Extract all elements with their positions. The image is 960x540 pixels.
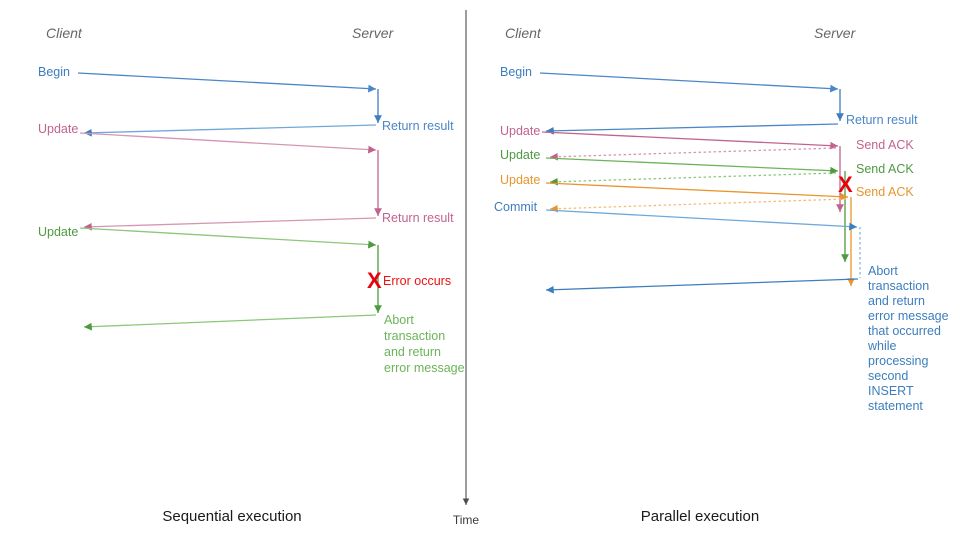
label-begin-right: Begin [500,65,532,79]
note-abort-left: Abort transaction and return error messa… [384,313,465,375]
note-line: statement [868,399,923,413]
label-update-3-right: Update [500,173,540,187]
note-line: INSERT [868,384,914,398]
note-line: processing [868,354,928,368]
note-line: Abort [384,313,414,327]
arrow-update-1-right [541,131,839,150]
note-line: second [868,369,908,383]
label-return-result-2-left: Return result [382,211,454,225]
arrow-return-result-1-left [83,124,377,137]
error-x-icon: X [838,172,853,197]
label-send-ack-1: Send ACK [856,138,914,152]
error-marker-right: X [838,172,853,197]
client-header-left: Client [46,25,83,41]
arrow-return-result-2-left [83,217,377,231]
arrow-return-result-right [545,123,839,135]
ack-dotted-orange [549,198,847,213]
ack-dotted-pink [549,147,837,161]
label-begin-left: Begin [38,65,70,79]
arrow-update-3-right [545,182,849,201]
label-update-2-right: Update [500,148,540,162]
arrow-commit-right [545,209,858,231]
caption-parallel: Parallel execution [641,508,759,525]
label-update-1-right: Update [500,124,540,138]
note-line: and return [384,345,441,359]
arrow-update-2-right [545,157,839,175]
label-return-result-right: Return result [846,113,918,127]
arrow-begin-right [539,72,839,93]
label-send-ack-2: Send ACK [856,162,914,176]
server-header-left: Server [352,25,395,41]
server-header-right: Server [814,25,857,41]
label-update-2-left: Update [38,225,78,239]
note-line: Abort [868,264,898,278]
note-line: transaction [384,329,445,343]
error-occurs-label: Error occurs [383,274,451,288]
note-line: and return [868,294,925,308]
label-update-1-left: Update [38,122,78,136]
note-line: that occurred [868,324,941,338]
label-send-ack-3: Send ACK [856,185,914,199]
arrow-update-1-left [79,132,377,154]
note-line: while [867,339,897,353]
arrow-abort-right [545,278,859,294]
panel-parallel: Client Server Begin Return result Update… [494,25,949,525]
arrow-update-2-left [79,227,377,249]
time-axis: Time [453,10,480,527]
note-line: error message [384,361,465,375]
arrow-begin-left [77,72,377,93]
caption-sequential: Sequential execution [162,508,301,525]
arrow-abort-left [83,314,377,331]
client-header-right: Client [505,25,542,41]
ack-dotted-green [549,172,837,186]
label-return-result-1-left: Return result [382,119,454,133]
time-axis-label: Time [453,513,480,527]
note-abort-right: Abort transaction and return error messa… [867,264,949,413]
label-commit-right: Commit [494,200,538,214]
error-marker-left: X Error occurs [367,268,451,293]
note-line: error message [868,309,949,323]
note-line: transaction [868,279,929,293]
error-x-icon: X [367,268,382,293]
panel-sequential: Client Server Begin Return result Update… [38,25,465,525]
